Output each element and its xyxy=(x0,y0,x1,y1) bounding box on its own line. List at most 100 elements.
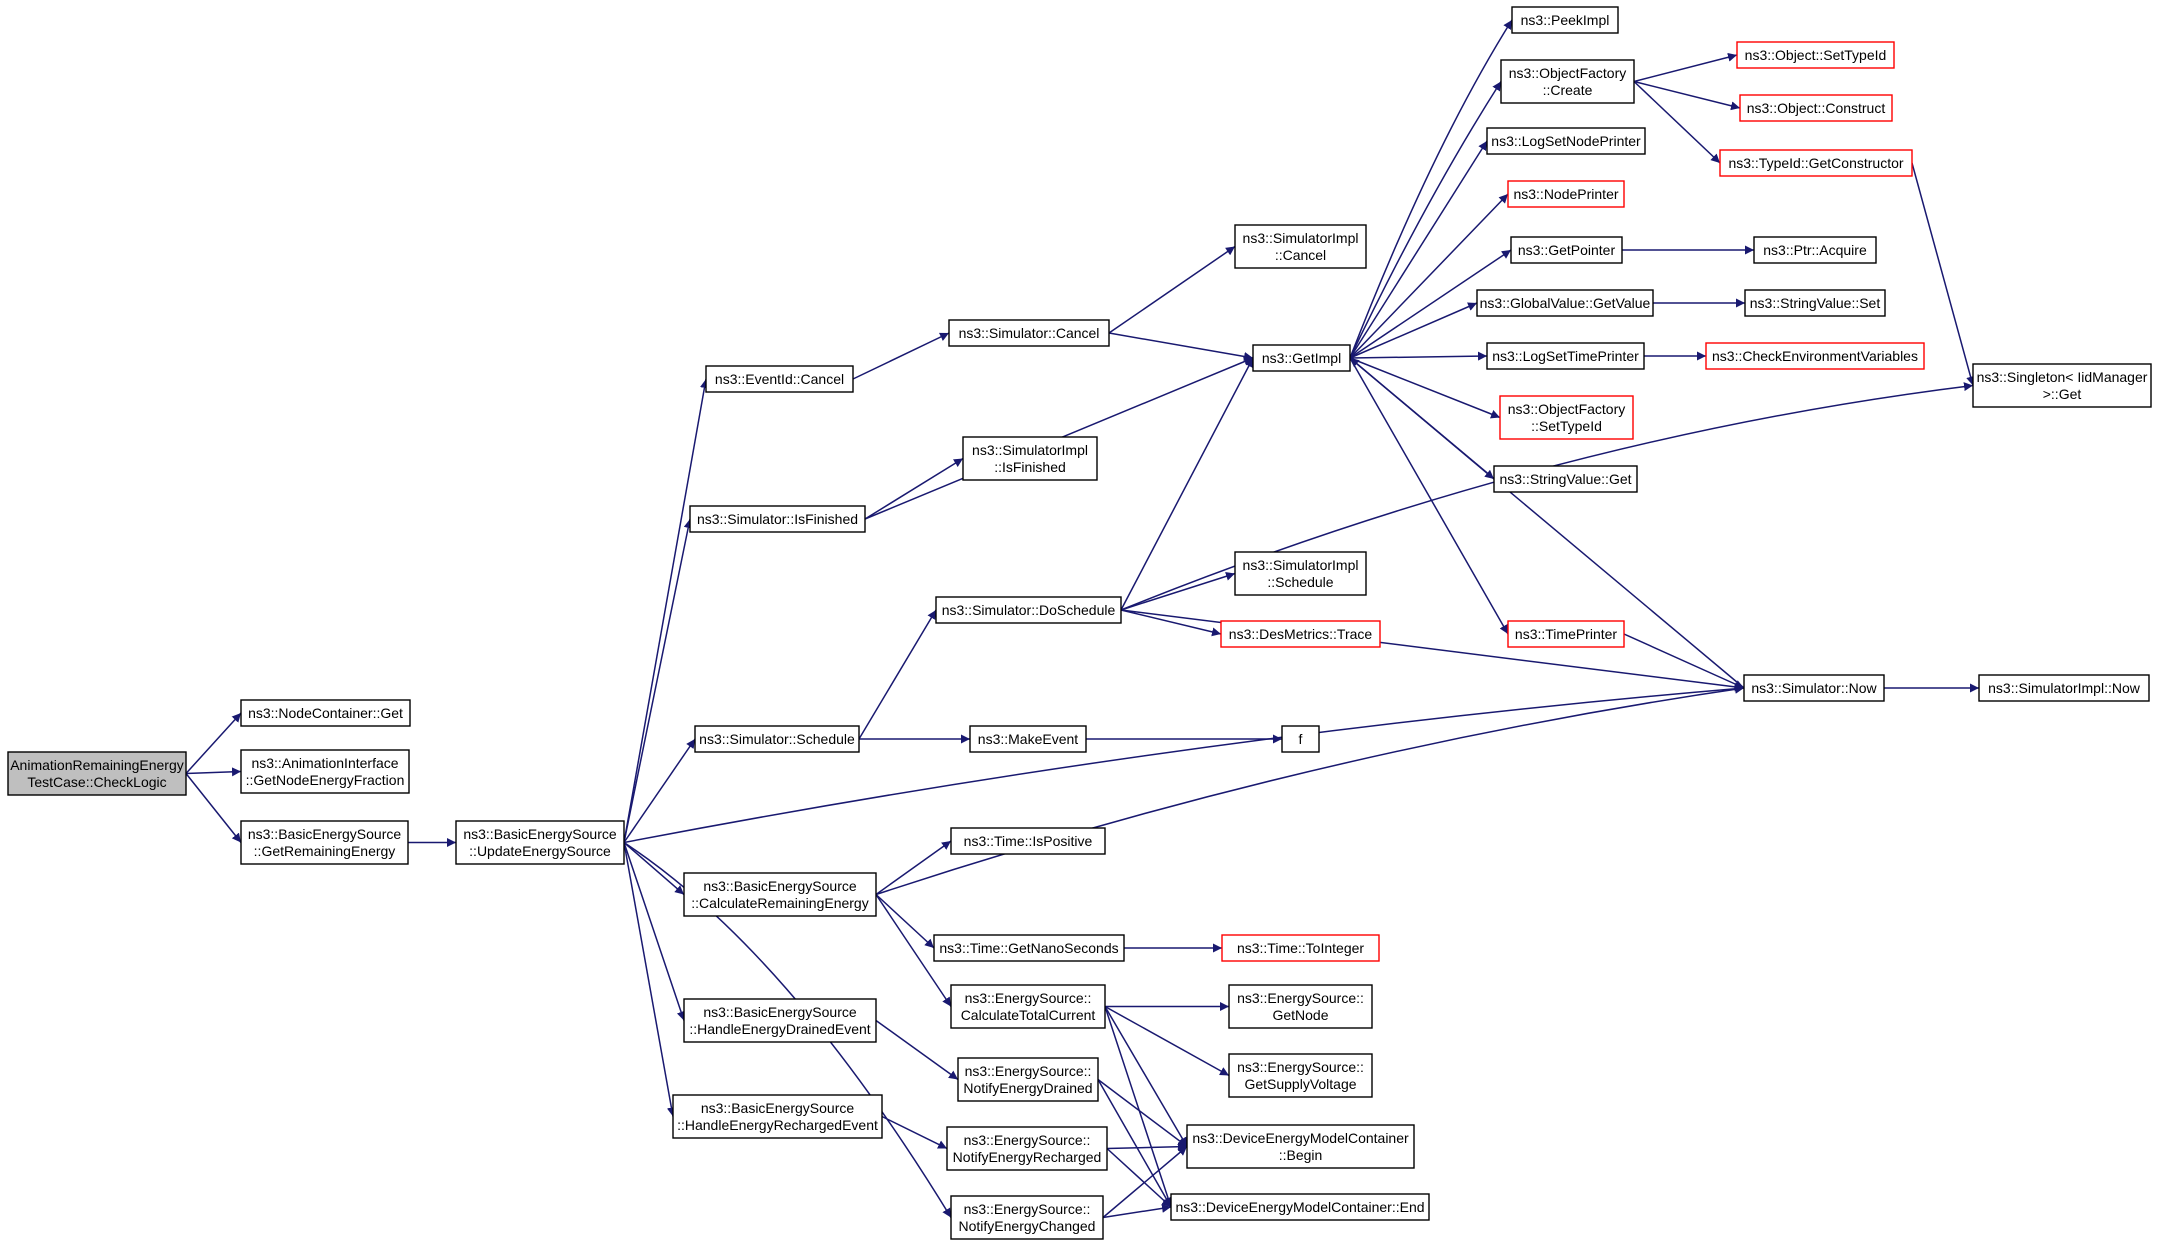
graph-node[interactable]: ns3::TypeId::GetConstructor xyxy=(1719,149,1913,177)
graph-node[interactable]: ns3::Simulator::DoSchedule xyxy=(935,596,1122,624)
graph-node[interactable]: ns3::BasicEnergySource::HandleEnergyRech… xyxy=(672,1094,883,1139)
call-edge xyxy=(185,767,242,777)
node-box xyxy=(683,872,877,917)
graph-node[interactable]: AnimationRemainingEnergyTestCase::CheckL… xyxy=(7,751,187,796)
call-edge xyxy=(875,894,952,1007)
graph-node[interactable]: ns3::BasicEnergySource::UpdateEnergySour… xyxy=(455,820,625,865)
graph-node[interactable]: ns3::EnergySource::NotifyEnergyChanged xyxy=(950,1195,1104,1240)
graph-node[interactable]: ns3::EnergySource::NotifyEnergyRecharged xyxy=(946,1126,1108,1171)
node-label: ns3::BasicEnergySource xyxy=(463,826,617,842)
node-label: ns3::Simulator::Schedule xyxy=(699,731,855,747)
call-edge xyxy=(852,332,950,380)
node-label: ::SetTypeId xyxy=(1531,418,1602,434)
node-label: ns3::Simulator::Cancel xyxy=(959,325,1100,341)
graph-node[interactable]: ns3::TimePrinter xyxy=(1507,620,1625,648)
graph-node[interactable]: ns3::GetPointer xyxy=(1510,236,1623,264)
call-edge xyxy=(1104,1006,1188,1147)
graph-node[interactable]: ns3::SimulatorImpl::Cancel xyxy=(1234,224,1367,269)
call-edge xyxy=(1349,357,1745,689)
graph-node[interactable]: ns3::EnergySource::GetSupplyVoltage xyxy=(1228,1053,1373,1098)
graph-node[interactable]: ns3::Object::SetTypeId xyxy=(1736,41,1895,69)
graph-node[interactable]: ns3::Singleton< IidManager >::Get xyxy=(1972,363,2152,408)
graph-node[interactable]: ns3::DeviceEnergyModelContainer::End xyxy=(1170,1193,1430,1221)
node-box xyxy=(672,1094,883,1139)
node-label: ns3::Simulator::IsFinished xyxy=(697,511,858,527)
call-edge xyxy=(1108,245,1236,334)
call-edge xyxy=(623,842,686,1021)
node-label: ns3::DeviceEnergyModelContainer xyxy=(1192,1130,1409,1146)
call-edge xyxy=(623,518,693,843)
graph-node[interactable]: ns3::BasicEnergySource::GetRemainingEner… xyxy=(240,820,409,865)
graph-node[interactable]: ns3::Simulator::Cancel xyxy=(948,319,1110,347)
node-box xyxy=(240,699,411,727)
graph-node[interactable]: ns3::EnergySource::NotifyEnergyDrained xyxy=(957,1057,1099,1102)
graph-node[interactable]: ns3::StringValue::Set xyxy=(1744,289,1886,317)
node-label: ns3::EnergySource:: xyxy=(1237,1059,1364,1075)
node-label: ::CalculateRemainingEnergy xyxy=(691,895,868,911)
node-label: ns3::BasicEnergySource xyxy=(248,826,402,842)
graph-node[interactable]: ns3::DeviceEnergyModelContainer::Begin xyxy=(1186,1124,1415,1169)
graph-node[interactable]: ns3::GlobalValue::GetValue xyxy=(1476,289,1654,317)
graph-node[interactable]: ns3::LogSetNodePrinter xyxy=(1486,127,1646,155)
node-label: ns3::BasicEnergySource xyxy=(703,878,857,894)
nodes-layer: AnimationRemainingEnergyTestCase::CheckL… xyxy=(7,6,2152,1240)
graph-node[interactable]: ns3::NodePrinter xyxy=(1507,180,1625,208)
graph-node[interactable]: ns3::NodeContainer::Get xyxy=(240,699,411,727)
graph-node[interactable]: ns3::LogSetTimePrinter xyxy=(1486,342,1645,370)
graph-node[interactable]: ns3::PeekImpl xyxy=(1511,6,1619,34)
graph-node[interactable]: ns3::BasicEnergySource::HandleEnergyDrai… xyxy=(683,998,877,1043)
node-box xyxy=(455,820,625,865)
node-box xyxy=(689,505,866,533)
node-box xyxy=(933,934,1125,962)
node-label: GetSupplyVoltage xyxy=(1244,1076,1356,1092)
graph-node[interactable]: ns3::EnergySource::CalculateTotalCurrent xyxy=(950,984,1106,1029)
call-edge xyxy=(1349,193,1509,359)
graph-node[interactable]: ns3::Ptr::Acquire xyxy=(1753,236,1877,264)
graph-node[interactable]: ns3::EnergySource::GetNode xyxy=(1228,984,1373,1029)
graph-node[interactable]: ns3::SimulatorImpl::Now xyxy=(1978,674,2150,702)
graph-node[interactable]: ns3::GetImpl xyxy=(1252,344,1351,372)
graph-node[interactable]: ns3::SimulatorImpl::IsFinished xyxy=(962,436,1098,481)
graph-node[interactable]: ns3::ObjectFactory::SetTypeId xyxy=(1499,395,1634,440)
call-edge xyxy=(1349,302,1478,359)
node-label: ns3::PeekImpl xyxy=(1521,12,1610,28)
graph-node[interactable]: ns3::Simulator::Schedule xyxy=(694,725,860,753)
node-box xyxy=(950,827,1106,855)
graph-node[interactable]: ns3::MakeEvent xyxy=(969,725,1087,753)
graph-node[interactable]: ns3::Simulator::IsFinished xyxy=(689,505,866,533)
graph-node[interactable]: ns3::Time::IsPositive xyxy=(950,827,1106,855)
graph-node[interactable]: ns3::EventId::Cancel xyxy=(705,365,854,393)
node-label: ns3::SimulatorImpl xyxy=(972,442,1088,458)
graph-node[interactable]: ns3::Time::ToInteger xyxy=(1221,934,1380,962)
graph-node[interactable]: ns3::Simulator::Now xyxy=(1743,674,1885,702)
node-box xyxy=(1510,236,1623,264)
node-label: ns3::Time::ToInteger xyxy=(1237,940,1364,956)
graph-node[interactable]: ns3::StringValue::Get xyxy=(1493,465,1638,493)
node-label: CalculateTotalCurrent xyxy=(961,1007,1096,1023)
node-label: ns3::BasicEnergySource xyxy=(701,1100,855,1116)
node-box xyxy=(1228,1053,1373,1098)
node-label: ns3::SimulatorImpl::Now xyxy=(1988,680,2141,696)
node-label: ns3::AnimationInterface xyxy=(251,755,398,771)
node-label: ns3::NodePrinter xyxy=(1513,186,1618,202)
node-label: ns3::Simulator::DoSchedule xyxy=(942,602,1116,618)
node-label: ::HandleEnergyDrainedEvent xyxy=(689,1021,870,1037)
graph-node[interactable]: ns3::CheckEnvironmentVariables xyxy=(1705,342,1925,370)
graph-node[interactable]: ns3::Time::GetNanoSeconds xyxy=(933,934,1125,962)
node-box xyxy=(1170,1193,1430,1221)
graph-node[interactable]: ns3::Object::Construct xyxy=(1739,94,1893,122)
graph-node[interactable]: ns3::AnimationInterface::GetNodeEnergyFr… xyxy=(240,749,410,794)
graph-node[interactable]: f xyxy=(1281,725,1320,753)
call-edge xyxy=(185,712,242,775)
node-box xyxy=(1228,984,1373,1029)
graph-node[interactable]: ns3::ObjectFactory::Create xyxy=(1500,59,1635,104)
node-box xyxy=(1744,289,1886,317)
node-box xyxy=(683,998,877,1043)
graph-node[interactable]: ns3::DesMetrics::Trace xyxy=(1220,620,1381,648)
node-box xyxy=(1486,127,1646,155)
call-edge xyxy=(1633,52,1738,83)
node-box xyxy=(1234,551,1367,596)
call-edge xyxy=(623,842,676,1117)
graph-node[interactable]: ns3::SimulatorImpl::Schedule xyxy=(1234,551,1367,596)
graph-node[interactable]: ns3::BasicEnergySource::CalculateRemaini… xyxy=(683,872,877,917)
